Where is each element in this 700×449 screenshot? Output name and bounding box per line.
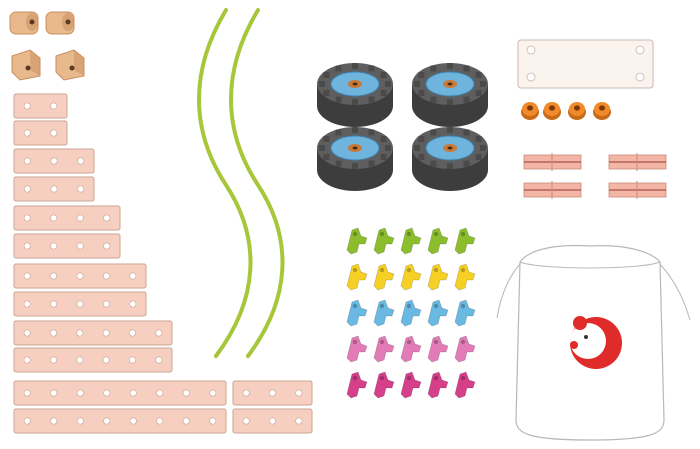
perforated-strip-icon — [13, 93, 68, 119]
peg-icon — [427, 299, 449, 327]
peg-icon — [427, 371, 449, 399]
green-lace-icon — [197, 8, 253, 358]
wheel-icon — [412, 127, 488, 191]
peg-icon — [454, 299, 476, 327]
peg-icon — [400, 335, 422, 363]
peg-icon — [454, 371, 476, 399]
connector-bar-icon — [523, 181, 582, 199]
nut-icon — [568, 102, 586, 120]
perforated-strip-icon — [13, 176, 95, 202]
bear-logo-icon — [570, 316, 622, 369]
peg-icon — [454, 263, 476, 291]
connector-bar-icon — [608, 181, 667, 199]
wheel-icon — [317, 63, 393, 127]
nut-icon — [593, 102, 611, 120]
peg-icon — [346, 227, 368, 255]
perforated-strip-icon — [13, 148, 95, 174]
wooden-block-icon — [55, 49, 85, 81]
perforated-strip-icon — [13, 320, 173, 346]
peg-icon — [427, 335, 449, 363]
wheel-icon — [317, 127, 393, 191]
wooden-block-icon — [9, 11, 39, 35]
perforated-strip-icon — [232, 408, 313, 434]
peg-icon — [373, 227, 395, 255]
peg-icon — [346, 371, 368, 399]
perforated-strip-icon — [13, 380, 227, 406]
two-hole-plate-icon — [517, 39, 654, 89]
wheel-icon — [412, 63, 488, 127]
wooden-block-icon — [45, 11, 75, 35]
perforated-strip-icon — [13, 347, 173, 373]
perforated-strip-icon — [13, 205, 121, 231]
wooden-blocks — [9, 11, 85, 81]
connector-bar-icon — [523, 153, 582, 171]
wooden-block-icon — [11, 49, 41, 81]
perforated-strip-icon — [232, 380, 313, 406]
peg-icon — [400, 227, 422, 255]
peg-icon — [346, 263, 368, 291]
peg-icon — [427, 227, 449, 255]
green-laces — [197, 8, 285, 358]
perforated-strip-icon — [13, 120, 68, 146]
perforated-strip-icon — [13, 233, 121, 259]
nut-icon — [521, 102, 539, 120]
wheels — [317, 63, 488, 191]
peg-icon — [400, 299, 422, 327]
drawstring-bag — [496, 244, 691, 441]
peg-icon — [373, 263, 395, 291]
perforated-strip-icon — [13, 263, 147, 289]
peg-icon — [454, 227, 476, 255]
perforated-strip-icon — [13, 408, 227, 434]
green-lace-icon — [229, 8, 285, 358]
perforated-strip-icon — [13, 291, 147, 317]
peg-icon — [400, 263, 422, 291]
peg-icon — [346, 299, 368, 327]
peg-icon — [454, 335, 476, 363]
nut-icon — [543, 102, 561, 120]
peg-icon — [346, 335, 368, 363]
peg-icon — [373, 371, 395, 399]
two-hole-plate — [517, 39, 654, 89]
peg-icon — [427, 263, 449, 291]
peg-icon — [373, 299, 395, 327]
colored-pegs — [346, 227, 476, 399]
peg-icon — [400, 371, 422, 399]
connector-bar-icon — [608, 153, 667, 171]
nuts — [521, 102, 611, 120]
connector-bars — [523, 153, 667, 199]
perforated-strips — [13, 93, 313, 434]
peg-icon — [373, 335, 395, 363]
